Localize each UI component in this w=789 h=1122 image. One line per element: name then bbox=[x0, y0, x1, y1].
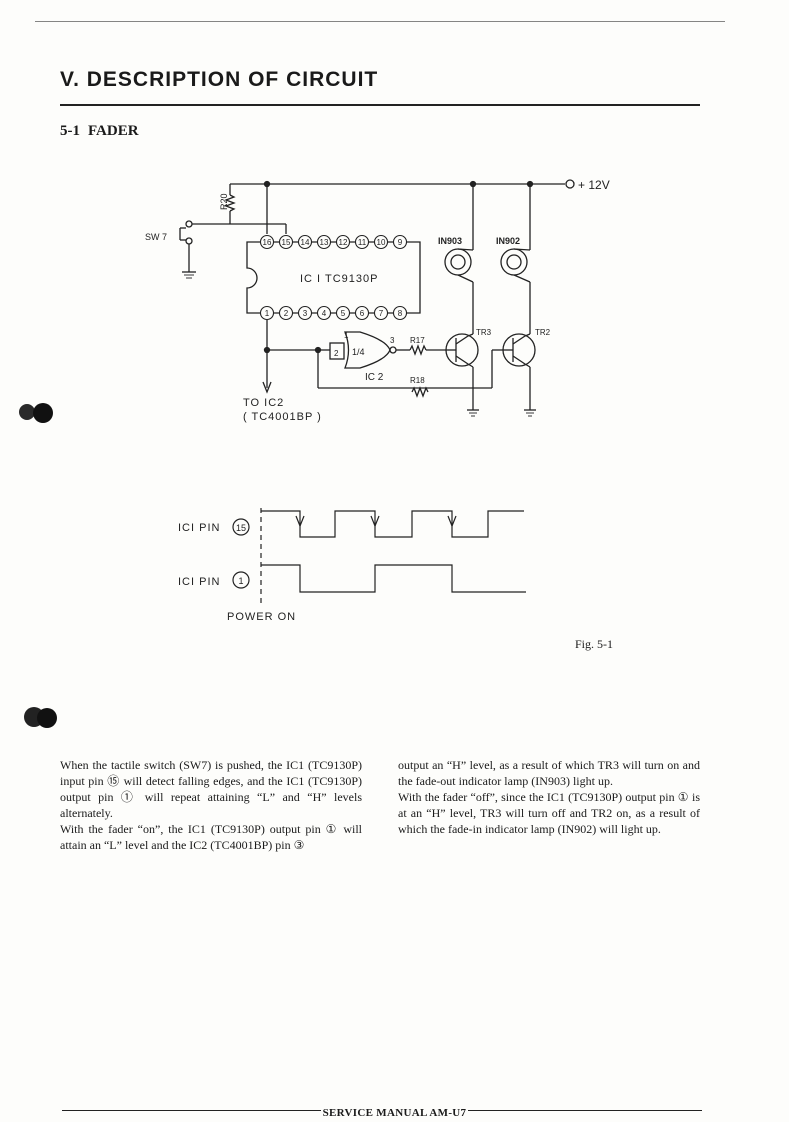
section-number: 5-1 bbox=[60, 123, 80, 139]
body-text-right-column: output an “H” level, as a result of whic… bbox=[398, 757, 700, 837]
svg-text:4: 4 bbox=[322, 309, 327, 318]
svg-text:11: 11 bbox=[358, 238, 367, 247]
timing-label-power-on: POWER ON bbox=[227, 611, 296, 623]
label-r20: R20 bbox=[219, 193, 229, 210]
paragraph-left-1: When the tactile switch (SW7) is pushed,… bbox=[60, 758, 362, 820]
svg-text:13: 13 bbox=[320, 238, 329, 247]
timing-label-pin15: ICI PIN bbox=[178, 522, 220, 534]
label-gate-pin3: 3 bbox=[390, 336, 395, 345]
svg-text:7: 7 bbox=[379, 309, 384, 318]
label-to-ic2-part: ( TC4001BP ) bbox=[243, 411, 322, 423]
punch-hole-mark-lower bbox=[24, 707, 57, 728]
title-underline bbox=[60, 104, 700, 106]
paragraph-left-2: With the fader “on”, the IC1 (TC9130P) o… bbox=[60, 822, 362, 852]
label-tr3: TR3 bbox=[476, 328, 492, 337]
svg-text:2: 2 bbox=[284, 309, 289, 318]
label-r17: R17 bbox=[410, 336, 425, 345]
svg-text:1: 1 bbox=[238, 576, 243, 586]
label-in903: IN903 bbox=[438, 236, 462, 246]
timing-label-pin1: ICI PIN bbox=[178, 576, 220, 588]
svg-text:15: 15 bbox=[282, 238, 291, 247]
svg-text:3: 3 bbox=[303, 309, 308, 318]
label-supply: + 12V bbox=[578, 178, 610, 192]
top-rule bbox=[35, 21, 725, 22]
svg-text:14: 14 bbox=[301, 238, 310, 247]
label-in902: IN902 bbox=[496, 236, 520, 246]
label-to-ic2: TO IC2 bbox=[243, 397, 284, 409]
chapter-title: V. DESCRIPTION OF CIRCUIT bbox=[60, 68, 379, 91]
svg-text:12: 12 bbox=[339, 238, 348, 247]
svg-text:10: 10 bbox=[377, 238, 386, 247]
body-text-left-column: When the tactile switch (SW7) is pushed,… bbox=[60, 757, 362, 853]
section-heading: 5-1 FADER bbox=[60, 123, 139, 140]
svg-text:5: 5 bbox=[341, 309, 346, 318]
label-r18: R18 bbox=[410, 376, 425, 385]
svg-text:1: 1 bbox=[265, 309, 270, 318]
svg-text:15: 15 bbox=[236, 523, 246, 533]
label-ic2: IC 2 bbox=[365, 372, 384, 383]
svg-text:16: 16 bbox=[263, 238, 272, 247]
paragraph-right-2: With the fader “off”, since the IC1 (TC9… bbox=[398, 790, 700, 836]
label-gate-pin2: 2 bbox=[334, 349, 339, 358]
figure-caption: Fig. 5-1 bbox=[575, 637, 614, 651]
paragraph-right-1: output an “H” level, as a result of whic… bbox=[398, 758, 700, 788]
punch-hole-mark-upper bbox=[19, 403, 53, 423]
footer-text: SERVICE MANUAL AM-U7 bbox=[320, 1107, 469, 1119]
svg-text:8: 8 bbox=[398, 309, 403, 318]
section-title: FADER bbox=[88, 123, 139, 139]
svg-text:9: 9 bbox=[398, 238, 403, 247]
footer: SERVICE MANUAL AM-U7 bbox=[0, 1103, 789, 1121]
label-tr2: TR2 bbox=[535, 328, 551, 337]
label-ic1: IC I TC9130P bbox=[300, 273, 378, 285]
svg-text:6: 6 bbox=[360, 309, 365, 318]
label-gate-pin1: 1 bbox=[344, 331, 349, 340]
label-sw7: SW 7 bbox=[145, 232, 167, 242]
label-gate-fraction: 1/4 bbox=[352, 347, 365, 357]
